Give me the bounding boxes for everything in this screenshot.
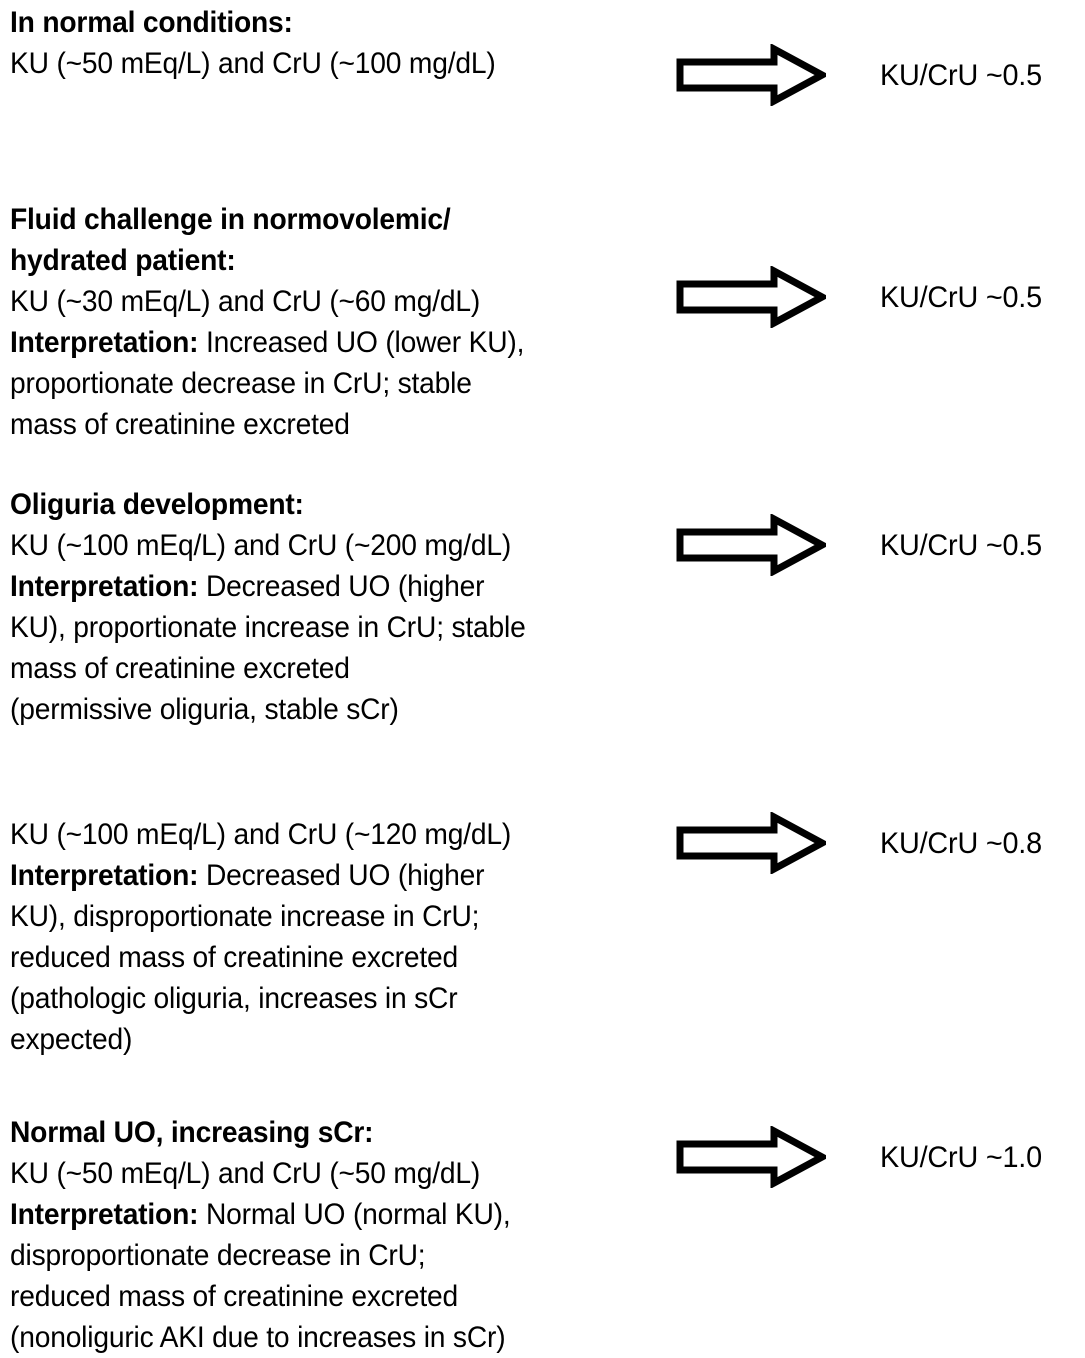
scenario-interpretation-line: mass of creatinine excreted <box>10 652 350 685</box>
ratio-result-label: KU/CrU ~1.0 <box>880 1140 1042 1174</box>
scenario-interpretation-line: KU), proportionate increase in CrU; stab… <box>10 611 526 644</box>
right-block-arrow-icon <box>676 1126 826 1188</box>
interpretation-text: Decreased UO (higher <box>198 570 485 603</box>
interpretation-text: Increased UO (lower KU), <box>198 326 525 359</box>
interpretation-label: Interpretation: <box>10 326 199 359</box>
ratio-result-label: KU/CrU ~0.5 <box>880 280 1042 314</box>
scenario-interpretation-line: (pathologic oliguria, increases in sCr <box>10 982 458 1015</box>
right-block-arrow-icon <box>676 44 826 106</box>
scenario-block-fluid-challenge: Fluid challenge in normovolemic/ hydrate… <box>10 199 670 445</box>
right-block-arrow-icon <box>676 514 826 576</box>
scenario-interpretation-line: proportionate decrease in CrU; stable <box>10 367 472 400</box>
result-row: KU/CrU ~0.5 <box>676 266 1085 328</box>
interpretation-label: Interpretation: <box>10 570 199 603</box>
ratio-result-label: KU/CrU ~0.5 <box>880 528 1042 562</box>
result-row: KU/CrU ~0.5 <box>676 44 1085 106</box>
result-row: KU/CrU ~0.5 <box>676 514 1085 576</box>
result-row: KU/CrU ~0.8 <box>676 812 1085 874</box>
scenario-detail-line: KU (~100 mEq/L) and CrU (~120 mg/dL) <box>10 818 512 851</box>
scenario-heading: Fluid challenge in normovolemic/ <box>10 203 451 236</box>
scenario-interpretation-line: (nonoliguric AKI due to increases in sCr… <box>10 1321 506 1354</box>
scenario-interpretation-line: reduced mass of creatinine excreted <box>10 1280 458 1313</box>
scenario-interpretation-line: Interpretation: Normal UO (normal KU), <box>10 1194 630 1235</box>
scenario-block-nonoliguric-aki: Normal UO, increasing sCr: KU (~50 mEq/L… <box>10 1112 670 1358</box>
scenario-interpretation-line: Interpretation: Increased UO (lower KU), <box>10 322 630 363</box>
scenario-detail-line: KU (~100 mEq/L) and CrU (~200 mg/dL) <box>10 529 512 562</box>
result-row: KU/CrU ~1.0 <box>676 1126 1085 1188</box>
scenario-heading: Normal UO, increasing sCr: <box>10 1116 374 1149</box>
ratio-result-label: KU/CrU ~0.8 <box>880 826 1042 860</box>
right-block-arrow-icon <box>676 266 826 328</box>
interpretation-text: Decreased UO (higher <box>198 859 485 892</box>
interpretation-label: Interpretation: <box>10 859 199 892</box>
scenario-detail-line: KU (~50 mEq/L) and CrU (~50 mg/dL) <box>10 1157 481 1190</box>
scenario-interpretation-line: mass of creatinine excreted <box>10 408 350 441</box>
ratio-result-label: KU/CrU ~0.5 <box>880 58 1042 92</box>
scenario-detail-line: KU (~50 mEq/L) and CrU (~100 mg/dL) <box>10 47 496 80</box>
scenario-heading: Oliguria development: <box>10 488 304 521</box>
right-block-arrow-icon <box>676 812 826 874</box>
interpretation-text: Normal UO (normal KU), <box>198 1198 511 1231</box>
scenario-block-pathologic-oliguria: KU (~100 mEq/L) and CrU (~120 mg/dL) Int… <box>10 814 670 1060</box>
scenario-block-oliguria-development: Oliguria development: KU (~100 mEq/L) an… <box>10 484 670 730</box>
scenario-heading-continued: hydrated patient: <box>10 244 236 277</box>
scenario-interpretation-line: disproportionate decrease in CrU; <box>10 1239 426 1272</box>
scenario-block-normal-conditions: In normal conditions: KU (~50 mEq/L) and… <box>10 2 670 84</box>
scenario-detail-line: KU (~30 mEq/L) and CrU (~60 mg/dL) <box>10 285 481 318</box>
scenario-interpretation-line: (permissive oliguria, stable sCr) <box>10 693 399 726</box>
scenario-interpretation-line: reduced mass of creatinine excreted <box>10 941 458 974</box>
scenario-interpretation-line: KU), disproportionate increase in CrU; <box>10 900 480 933</box>
scenario-interpretation-line: expected) <box>10 1023 133 1056</box>
scenario-interpretation-line: Interpretation: Decreased UO (higher <box>10 855 630 896</box>
scenario-interpretation-line: Interpretation: Decreased UO (higher <box>10 566 630 607</box>
scenario-heading: In normal conditions: <box>10 6 293 39</box>
interpretation-label: Interpretation: <box>10 1198 199 1231</box>
